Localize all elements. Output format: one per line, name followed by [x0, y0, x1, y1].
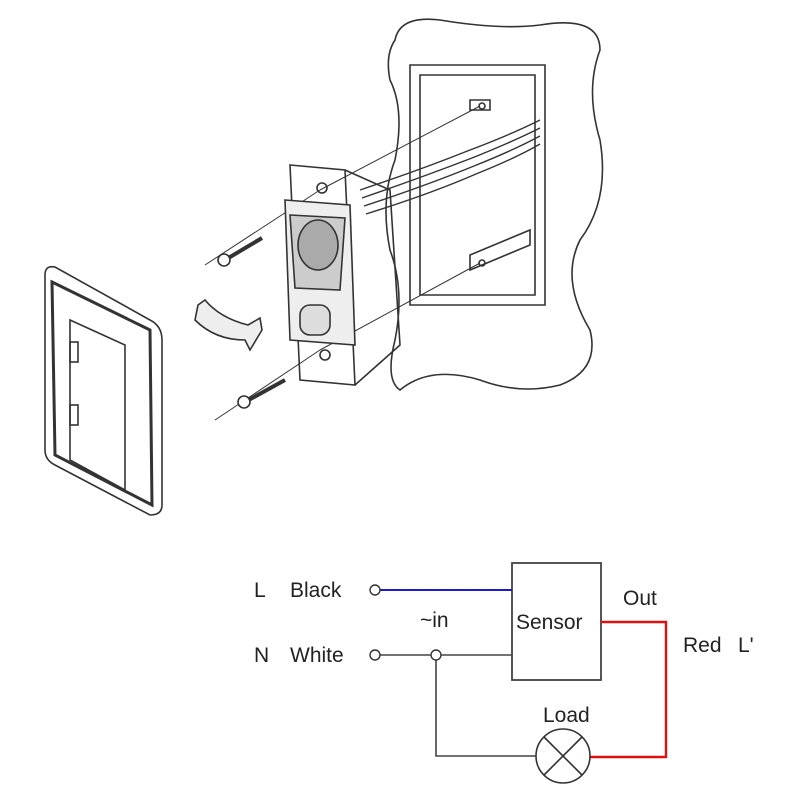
wall-outline: [385, 18, 604, 391]
wires: [359, 119, 541, 215]
output-label: Out: [623, 587, 657, 610]
wall-plate: [44, 265, 163, 516]
screw-top: [217, 236, 264, 267]
input-label: ~in: [420, 609, 449, 632]
input-junction-icon: [430, 649, 442, 661]
output-wire: [590, 620, 668, 759]
output-letter: L': [738, 634, 754, 657]
line-color-label: Black: [290, 579, 342, 602]
line-letter: L: [254, 579, 266, 602]
lamp-icon: [535, 728, 591, 784]
screw-bottom: [237, 378, 286, 409]
neutral-letter: N: [254, 644, 270, 667]
neutral-terminal-icon: [369, 649, 381, 661]
sensor-switch: [284, 164, 401, 386]
output-color-label: Red: [683, 634, 722, 657]
neutral-color-label: White: [290, 644, 344, 667]
neutral-to-load-wire: [435, 660, 536, 757]
line-terminal-icon: [369, 584, 381, 596]
load-label: Load: [543, 704, 590, 727]
mounting-clip: [194, 298, 263, 352]
sensor-label: Sensor: [516, 611, 583, 634]
